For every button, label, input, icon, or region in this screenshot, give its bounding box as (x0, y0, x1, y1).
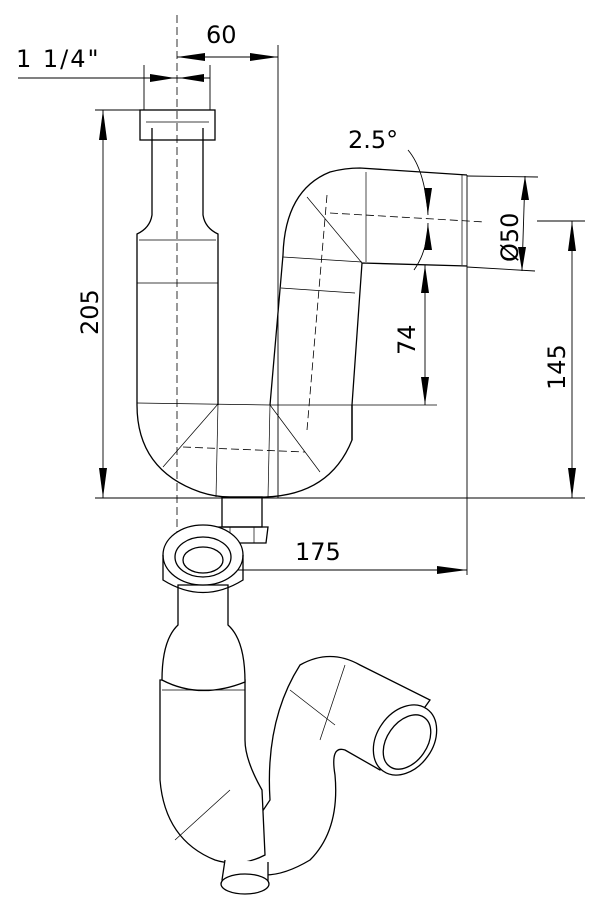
dim-thread: 1 1/4" (16, 45, 101, 73)
isometric-view (159, 524, 438, 895)
dim-angle: 2.5° (348, 126, 398, 154)
dim-outlet-diameter: Ø50 (496, 213, 524, 262)
dimension-labels: 60 1 1/4" 2.5° Ø50 205 74 145 175 (16, 21, 571, 566)
side-view (136, 15, 486, 575)
dim-outlet-rise: 74 (393, 324, 421, 355)
dim-outlet-height: 145 (543, 344, 571, 390)
dim-outlet-reach: 175 (295, 538, 341, 566)
dimension-lines (18, 45, 585, 575)
dim-inlet-offset: 60 (206, 21, 237, 49)
dim-total-height: 205 (76, 289, 104, 335)
